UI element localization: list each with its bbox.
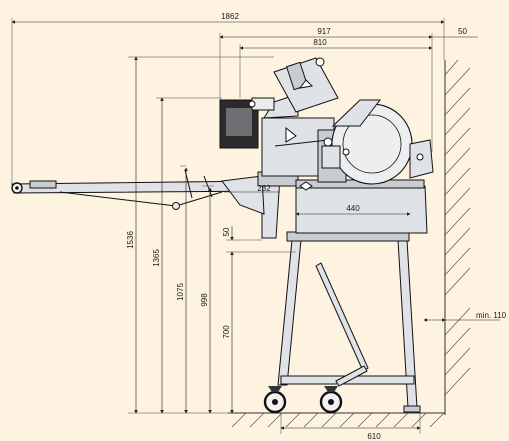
dim-height-998: 998 — [200, 185, 214, 414]
dim-overall-length: 1862 — [11, 12, 445, 184]
dim-label-232: 232 — [257, 184, 271, 193]
dim-length-810: 810 — [239, 33, 433, 152]
dim-label-998: 998 — [200, 293, 209, 307]
dim-height-1536: 1536 — [126, 56, 274, 414]
dim-label-700: 700 — [222, 325, 231, 339]
control-panel — [219, 97, 275, 149]
caster-wheels — [263, 386, 343, 414]
dim-label-1365: 1365 — [152, 249, 161, 267]
slicer-body — [221, 93, 434, 239]
dim-base-610: 610 — [280, 413, 421, 441]
dim-label-50-gap: 50 — [222, 227, 231, 236]
dim-chute-232: 232 — [224, 184, 280, 193]
wall — [444, 59, 471, 415]
dim-label-1536: 1536 — [126, 231, 135, 249]
dim-label-917: 917 — [317, 27, 331, 36]
dim-wall-offset: 50 — [432, 27, 478, 38]
dim-label-1075: 1075 — [176, 283, 185, 301]
dim-label-1862: 1862 — [221, 12, 239, 21]
dim-length-917: 917 — [219, 27, 433, 100]
dim-label-610: 610 — [367, 432, 381, 441]
dim-gap-50: 50 — [222, 226, 262, 241]
dim-label-440: 440 — [346, 204, 360, 213]
dim-label-min-110: min. 110 — [476, 311, 507, 320]
dim-height-700: 700 — [222, 251, 296, 414]
floor — [228, 412, 445, 428]
dim-body-440: 440 — [295, 204, 411, 216]
dim-label-50-top: 50 — [458, 27, 467, 36]
carriage-pusher — [273, 57, 339, 113]
dim-label-810: 810 — [313, 38, 327, 47]
dim-height-1075: 1075 — [176, 165, 188, 414]
feed-tray — [11, 169, 267, 210]
dim-height-1365: 1365 — [152, 97, 222, 414]
dim-wall-clearance: min. 110 — [423, 311, 507, 322]
stand — [277, 231, 421, 413]
